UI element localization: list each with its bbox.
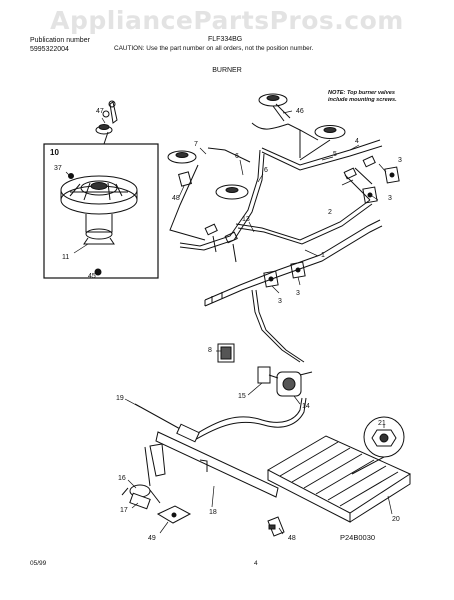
callout-11: 11 <box>62 254 69 261</box>
screw-45 <box>94 268 102 276</box>
page-number: 4 <box>254 560 258 567</box>
igniter-tube <box>134 397 307 443</box>
front-left-burner <box>167 150 197 164</box>
callout-14: 14 <box>302 403 310 410</box>
publication-label: Publication number <box>30 37 90 44</box>
note-line-2: include mounting screws. <box>328 96 397 103</box>
callout-numbers: 46 7 6 4 3 5 6 2 3 1 13 3 3 48 47 10 37 … <box>50 108 402 542</box>
clip-48 <box>267 516 285 537</box>
oven-supply-tube <box>251 289 305 363</box>
callout-8: 8 <box>208 347 212 354</box>
section-title: BURNER <box>212 67 242 74</box>
callout-1: 1 <box>321 252 325 259</box>
callout-17: 17 <box>120 507 128 514</box>
callout-3-center-right: 3 <box>296 290 300 297</box>
callout-16: 16 <box>118 475 126 482</box>
callout-6-center: 6 <box>264 167 268 174</box>
publication-block: Publication number 5995322004 <box>30 36 90 54</box>
callout-19: 19 <box>116 395 124 402</box>
footer-date: 05/99 <box>30 560 47 567</box>
callout-37: 37 <box>54 165 62 172</box>
callout-49: 49 <box>148 535 156 542</box>
deflector-nut <box>351 416 405 475</box>
callout-5: 5 <box>333 151 337 158</box>
callout-46: 46 <box>296 108 304 115</box>
note-line-1: NOTE: Top burner valves <box>328 90 395 96</box>
callout-45: 45 <box>88 273 96 280</box>
igniter-assembly <box>121 484 161 510</box>
callout-7: 7 <box>194 141 198 148</box>
figure-code: P24B0030 <box>340 533 376 542</box>
oven-valve-block <box>217 343 235 363</box>
callout-20: 20 <box>392 516 400 523</box>
callout-15: 15 <box>238 393 246 400</box>
callout-48-top: 48 <box>172 195 180 202</box>
callout-6: 6 <box>235 153 239 160</box>
callout-48: 48 <box>288 535 296 542</box>
callout-3-right-top: 3 <box>398 157 402 164</box>
burner-cap-part <box>95 100 118 135</box>
rear-right-burner <box>314 125 346 139</box>
oven-thermostat <box>257 366 313 397</box>
burner-tubing <box>169 122 383 251</box>
model-number: FLF334BG <box>208 36 243 43</box>
front-center-burner <box>215 184 249 200</box>
callout-47: 47 <box>96 108 104 115</box>
callout-4: 4 <box>355 138 359 145</box>
burner-base-drawing <box>60 173 138 245</box>
callout-18: 18 <box>209 509 217 516</box>
callout-2: 2 <box>328 209 332 216</box>
burner-valve-note: NOTE: Top burner valves include mounting… <box>328 90 397 103</box>
callout-3-center-left: 3 <box>278 298 282 305</box>
callout-13: 13 <box>242 216 250 223</box>
burner-valves <box>204 155 376 263</box>
leader-lines <box>65 110 393 535</box>
callout-3-right: 3 <box>388 195 392 202</box>
burner-deflector <box>266 435 412 523</box>
bracket-49 <box>156 505 192 524</box>
publication-number: 5995322004 <box>30 46 69 53</box>
rear-left-burner <box>258 93 291 122</box>
caution-text: CAUTION: Use the part number on all orde… <box>114 45 314 52</box>
watermark: AppliancePartsPros.com <box>50 6 404 35</box>
inset-label-10: 10 <box>50 148 59 157</box>
bake-burner <box>144 431 279 498</box>
callout-21: 21 <box>378 420 386 427</box>
